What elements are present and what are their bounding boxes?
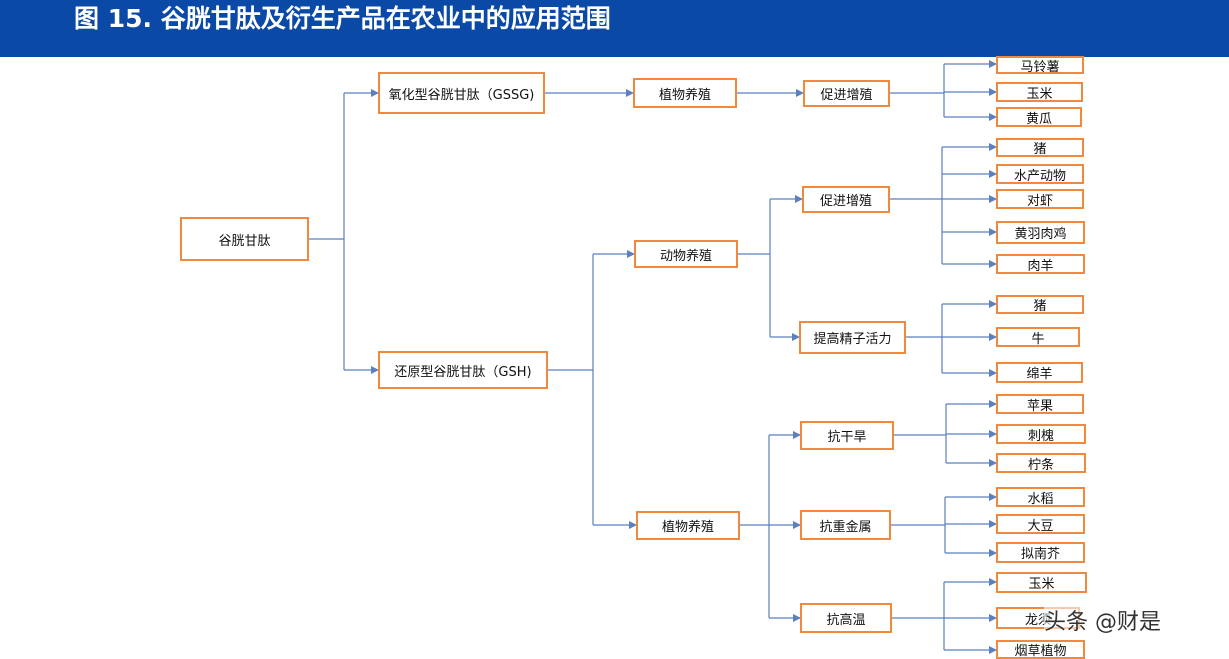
node-gssg-plant-culture: 植物养殖 [633, 78, 737, 108]
node-gsh: 还原型谷胱甘肽（GSH) [378, 351, 548, 389]
watermark: 头条 @财是 [1044, 604, 1161, 636]
node-corn: 玉米 [996, 82, 1083, 102]
node-heavy-metal-resistance: 抗重金属 [800, 510, 891, 540]
figure-title: 图 15. 谷胱甘肽及衍生产品在农业中的应用范围 [74, 4, 611, 33]
node-potato: 马铃薯 [996, 56, 1084, 75]
node-black-locust: 刺槐 [996, 424, 1086, 444]
node-rice: 水稻 [996, 487, 1085, 507]
node-gssg-promote-growth: 促进增殖 [803, 80, 890, 107]
node-aquatic-animals: 水产动物 [996, 164, 1084, 184]
node-cattle: 牛 [996, 327, 1080, 347]
node-wool-sheep: 绵羊 [996, 362, 1083, 383]
node-cucumber: 黄瓜 [996, 107, 1082, 127]
node-heat-resistance: 抗高温 [800, 603, 892, 633]
node-yellow-feather-chicken: 黄羽肉鸡 [996, 221, 1085, 244]
node-apple: 苹果 [996, 394, 1084, 414]
node-sperm-motility: 提高精子活力 [799, 321, 906, 354]
title-banner: 图 15. 谷胱甘肽及衍生产品在农业中的应用范围 [0, 0, 1229, 57]
node-soybean: 大豆 [996, 514, 1085, 534]
node-animal-promote-growth: 促进增殖 [802, 186, 890, 213]
node-pig: 猪 [996, 138, 1084, 157]
node-glutathione: 谷胱甘肽 [180, 217, 309, 261]
node-shrimp: 对虾 [996, 189, 1084, 209]
node-gssg: 氧化型谷胱甘肽（GSSG) [378, 72, 545, 114]
node-pig-2: 猪 [996, 295, 1084, 314]
node-caragana: 柠条 [996, 453, 1086, 473]
node-mutton-sheep: 肉羊 [996, 254, 1085, 274]
node-arabidopsis: 拟南芥 [996, 542, 1085, 563]
node-animal-culture: 动物养殖 [634, 240, 738, 268]
node-drought-resistance: 抗干旱 [800, 421, 894, 450]
node-gsh-plant-culture: 植物养殖 [636, 511, 740, 540]
node-tobacco: 烟草植物 [996, 640, 1085, 659]
node-corn-2: 玉米 [996, 572, 1087, 593]
